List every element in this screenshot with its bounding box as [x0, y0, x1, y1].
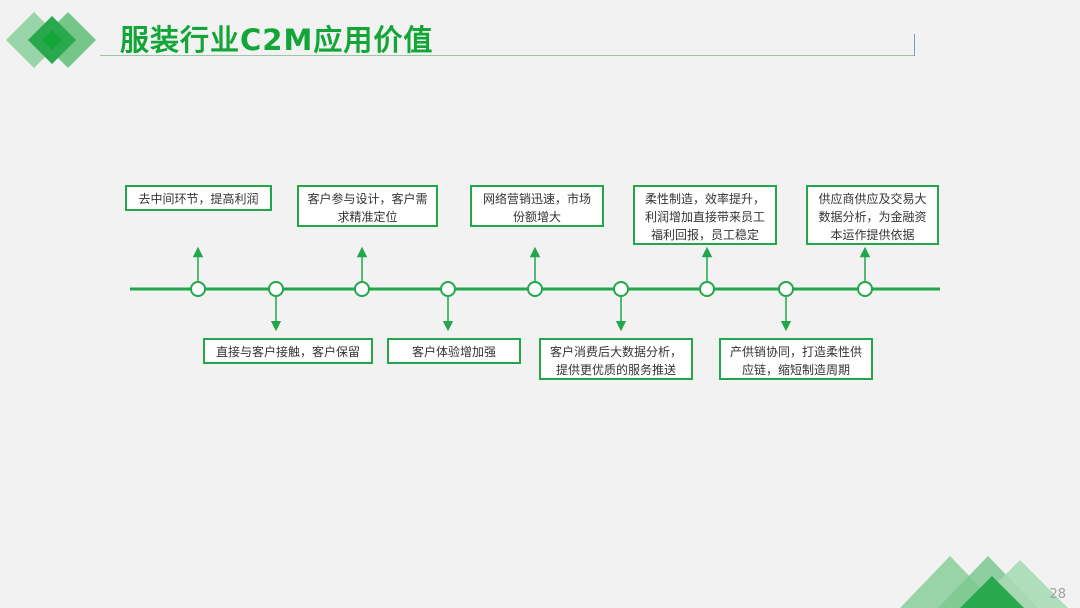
timeline-node — [613, 281, 629, 297]
timeline-node — [857, 281, 873, 297]
bottom-box-3: 客户消费后大数据分析，提供更优质的服务推送 — [539, 338, 693, 380]
page-title: 服装行业C2M应用价值 — [120, 23, 434, 57]
top-box-1: 去中间环节，提高利润 — [125, 185, 272, 211]
timeline-node — [440, 281, 456, 297]
timeline-node — [190, 281, 206, 297]
timeline-node — [527, 281, 543, 297]
diamond-logo-icon — [6, 12, 96, 68]
title-tick-mark — [914, 34, 915, 56]
top-box-2: 客户参与设计，客户需求精准定位 — [297, 185, 438, 227]
timeline-node — [778, 281, 794, 297]
timeline-node — [699, 281, 715, 297]
corner-decoration-icon — [900, 556, 1068, 608]
page-number: 28 — [1049, 587, 1066, 602]
top-box-3: 网络营销迅速，市场份额增大 — [470, 185, 604, 227]
top-box-4: 柔性制造，效率提升，利润增加直接带来员工福利回报，员工稳定 — [633, 185, 777, 245]
bottom-box-2: 客户体验增加强 — [387, 338, 521, 364]
bottom-box-1: 直接与客户接触，客户保留 — [203, 338, 373, 364]
timeline-node — [354, 281, 370, 297]
top-box-5: 供应商供应及交易大数据分析，为金融资本运作提供依据 — [806, 185, 939, 245]
timeline-node — [268, 281, 284, 297]
title-underline — [100, 55, 915, 56]
bottom-box-4: 产供销协同，打造柔性供应链，缩短制造周期 — [719, 338, 873, 380]
